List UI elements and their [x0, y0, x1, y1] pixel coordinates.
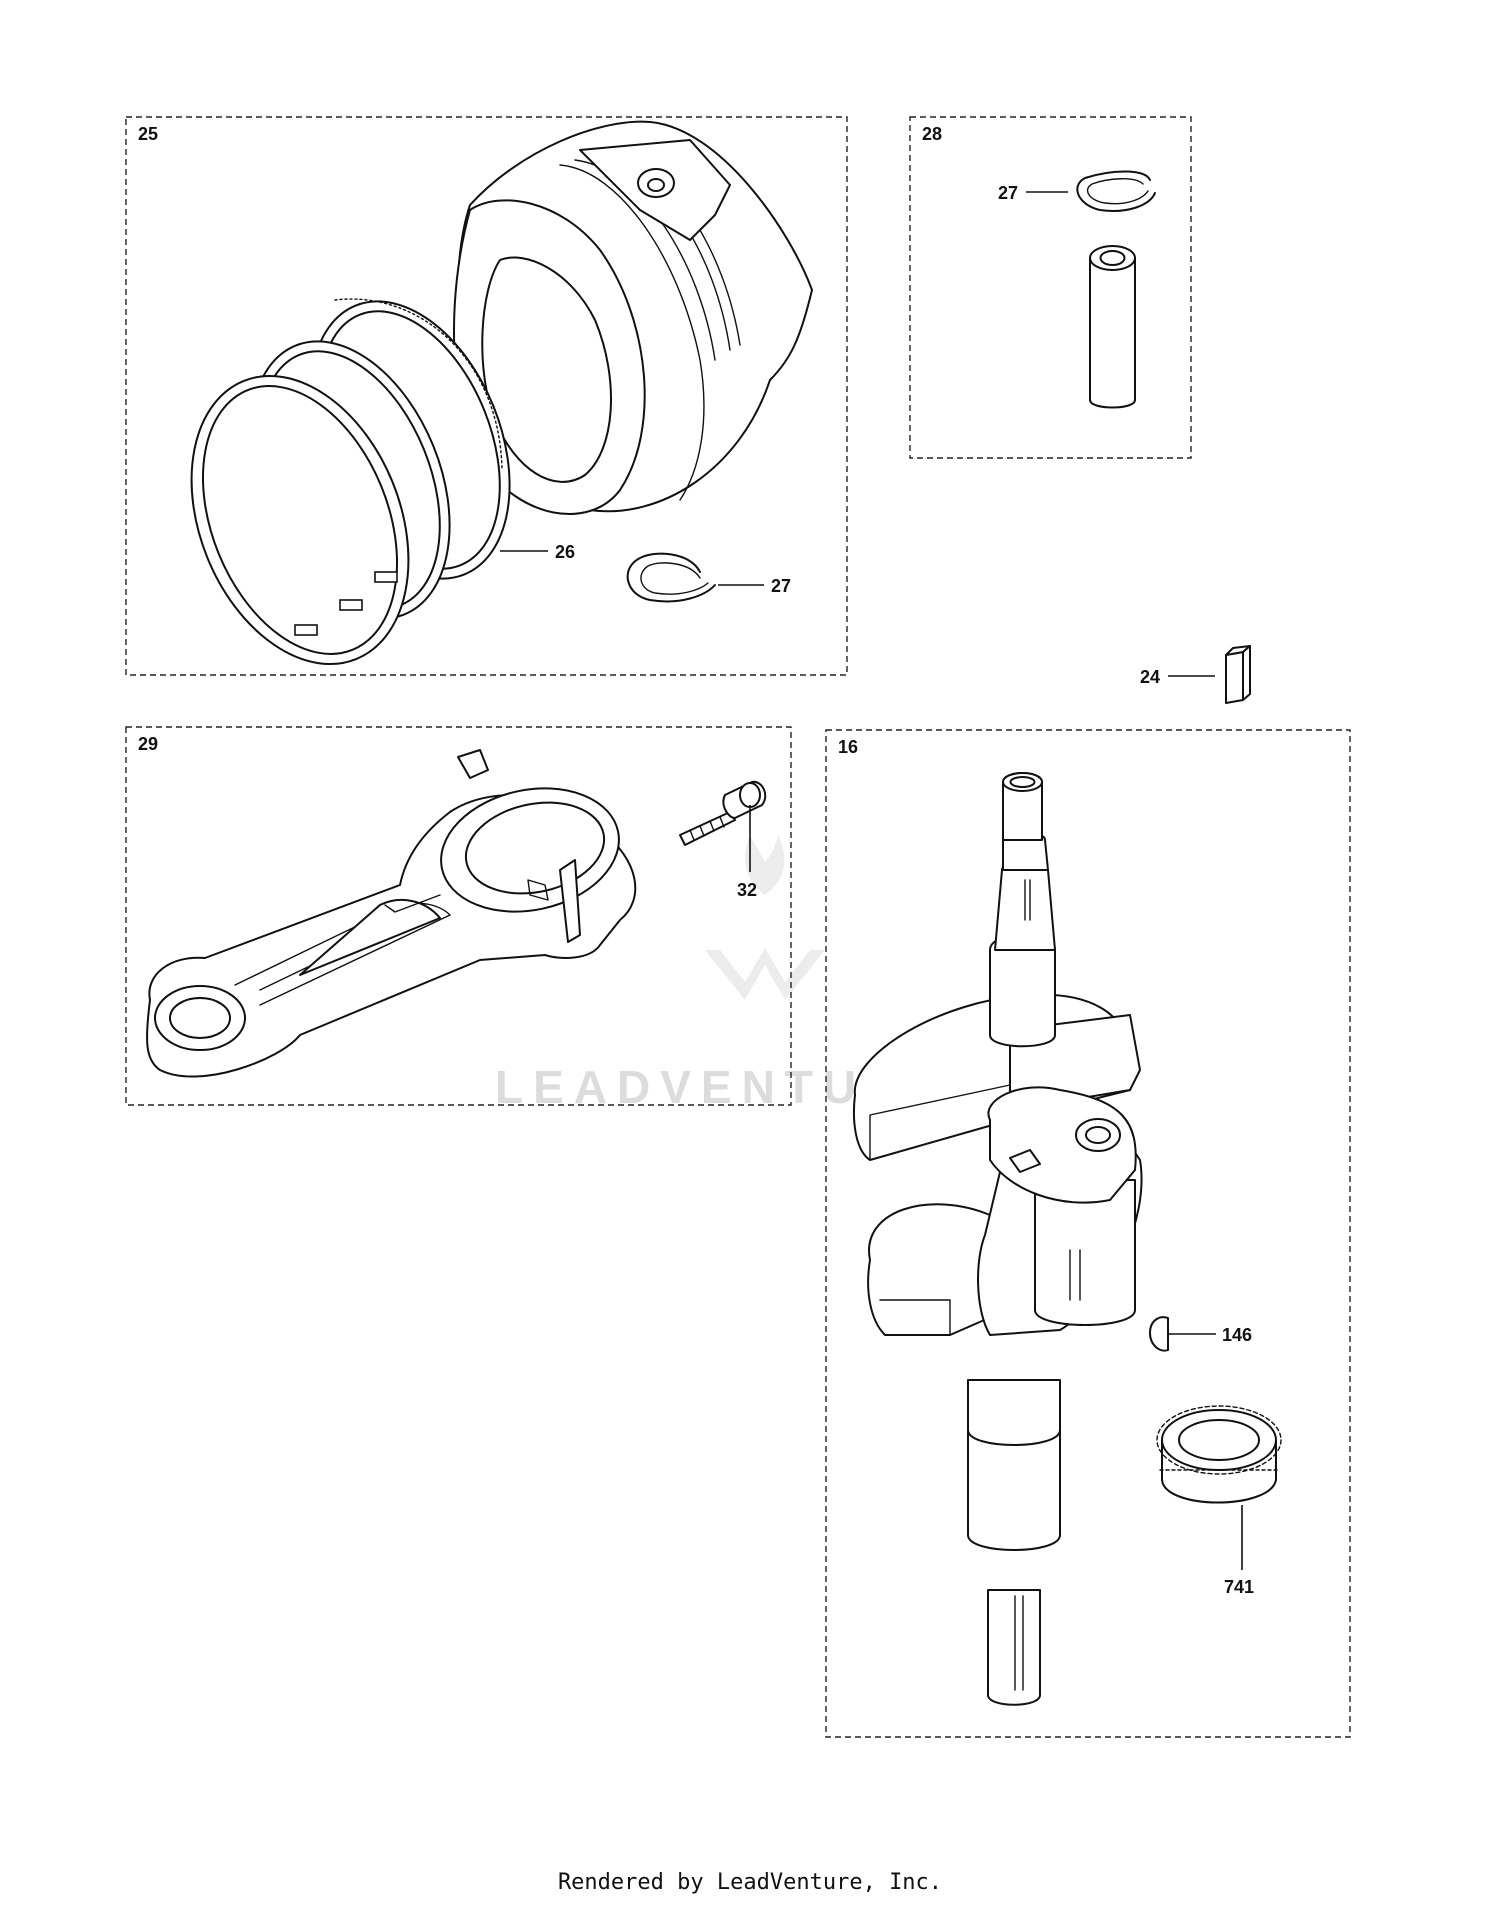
callout-27b: 27	[998, 183, 1018, 203]
section-16-frame	[825, 729, 1351, 1738]
section-29-connecting-rod: 29 32	[125, 726, 792, 1106]
callout-146: 146	[1222, 1325, 1252, 1345]
section-16-label: 16	[838, 737, 858, 757]
woodruff-key-drawing	[1149, 1316, 1169, 1352]
callout-741: 741	[1224, 1577, 1254, 1597]
connecting-rod-bolt-drawing	[679, 780, 767, 846]
callout-27: 27	[771, 576, 791, 596]
section-16-crankshaft: 16	[825, 729, 1351, 1738]
key-drawing	[1225, 651, 1244, 704]
section-28-frame	[909, 116, 1192, 459]
section-29-label: 29	[138, 734, 158, 754]
piston-pin-drawing	[1089, 245, 1136, 409]
section-29-frame	[125, 726, 792, 1106]
callout-24: 24	[1140, 667, 1160, 687]
clip-drawing	[1076, 170, 1156, 212]
footer-credit: Rendered by LeadVenture, Inc.	[557, 1870, 943, 1895]
crank-key-24: 24	[1140, 645, 1251, 704]
section-25-label: 25	[138, 124, 158, 144]
section-28-label: 28	[922, 124, 942, 144]
section-25-frame	[125, 116, 848, 676]
section-28-piston-pin: 28 27	[909, 116, 1192, 459]
callout-26: 26	[555, 542, 575, 562]
crankshaft-drawing	[852, 772, 1143, 1706]
timing-gear-drawing	[1156, 1405, 1282, 1504]
section-25-piston-assembly: 25	[125, 116, 848, 676]
piston-rings-drawing	[190, 298, 511, 666]
connecting-rod-drawing	[146, 749, 637, 1078]
callout-32: 32	[737, 880, 757, 900]
